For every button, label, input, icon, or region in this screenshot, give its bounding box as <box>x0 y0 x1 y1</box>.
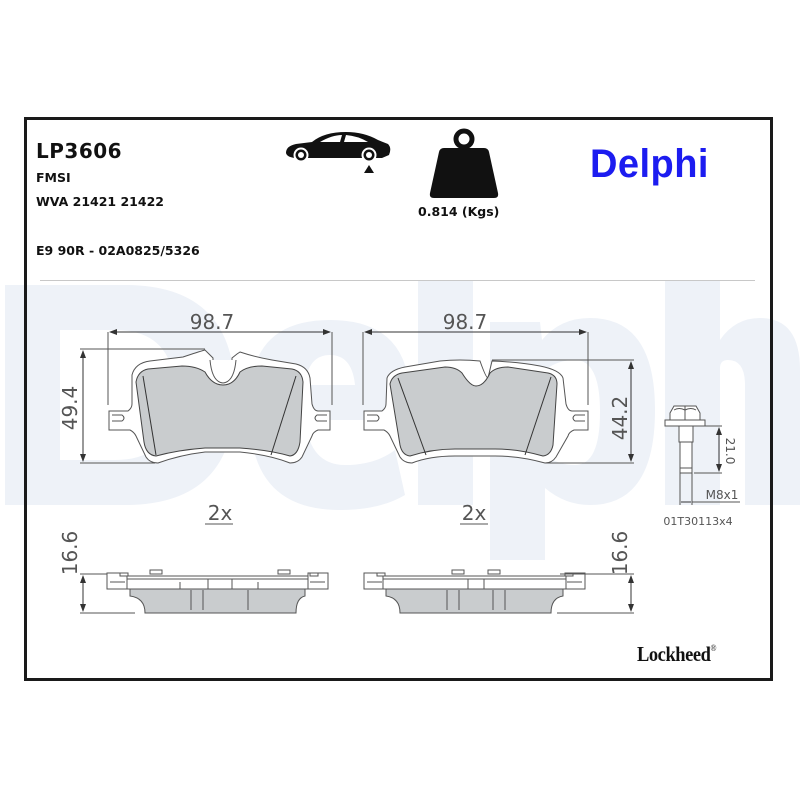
pad-left-side <box>80 569 329 614</box>
fmsi-label: FMSI <box>36 170 71 185</box>
pad-left-quantity: 2x <box>208 501 233 525</box>
car-rear-axle-icon <box>286 132 391 173</box>
lockheed-logo: Lockheed® <box>637 642 717 667</box>
bolt-part-label: 01T30113x4 <box>663 515 732 528</box>
pad-right-thickness-label: 16.6 <box>608 531 632 576</box>
pad-left-height-label: 49.4 <box>58 386 82 431</box>
bolt-thread-label: M8x1 <box>706 488 739 502</box>
pad-left-front <box>80 329 333 464</box>
pad-right-front <box>362 329 634 464</box>
pad-right-width-label: 98.7 <box>443 310 488 334</box>
weight-icon <box>429 128 499 198</box>
pad-left-thickness-label: 16.6 <box>58 531 82 576</box>
pad-right-side <box>363 569 634 614</box>
delphi-logo: Delphi <box>590 142 709 186</box>
part-number: LP3606 <box>36 139 123 163</box>
pad-right-height-label: 44.2 <box>608 396 632 441</box>
pad-right-quantity: 2x <box>462 501 487 525</box>
pad-left-width-label: 98.7 <box>190 310 235 334</box>
registered-mark: ® <box>710 643 717 653</box>
bolt-drawing <box>664 405 740 505</box>
approval-number: E9 90R - 02A0825/5326 <box>36 243 200 258</box>
wva-numbers: WVA 21421 21422 <box>36 194 164 209</box>
weight-value: 0.814 (Kgs) <box>418 204 500 219</box>
lockheed-text: Lockheed <box>637 642 711 666</box>
bolt-length-label: 21.0 <box>723 438 737 465</box>
drawing-frame <box>24 117 773 681</box>
header-separator <box>40 280 755 281</box>
